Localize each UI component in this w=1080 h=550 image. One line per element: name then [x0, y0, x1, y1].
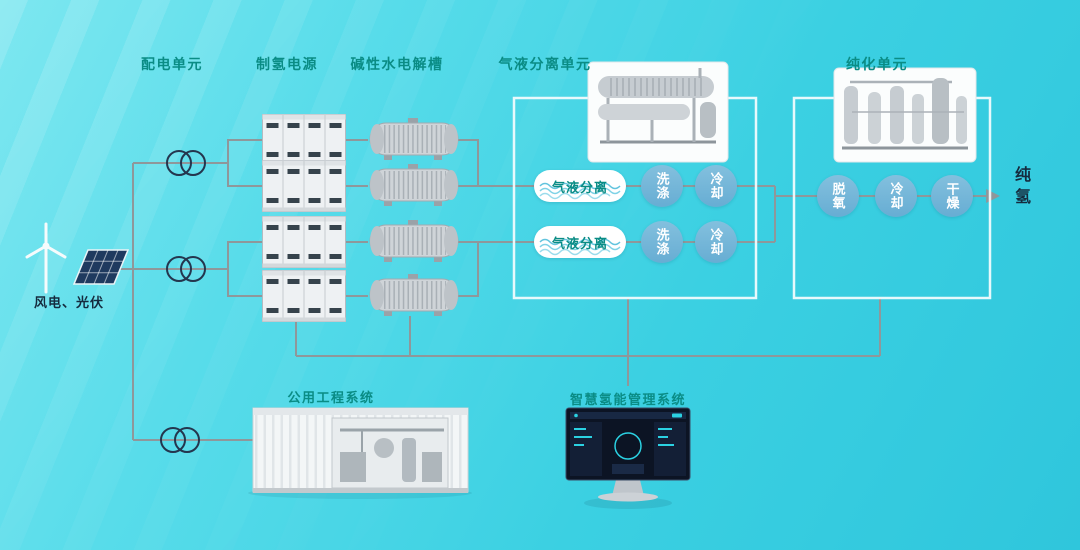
electrolyzer-vessel [370, 274, 458, 316]
label-separation-unit: 气液分离单元 [498, 56, 592, 72]
step-label: 脱氧 [830, 182, 846, 210]
electrolyzer-vessel [370, 118, 458, 160]
label-purification-unit: 纯化单元 [846, 56, 908, 72]
power-cabinet [263, 161, 346, 212]
step-cooling: 冷却 [695, 221, 737, 263]
step-drying: 干燥 [931, 175, 973, 217]
label-wind-solar-source: 风电、光伏 [33, 295, 105, 310]
electrolyzer-vessel [370, 220, 458, 262]
step-label: 冷却 [708, 228, 724, 256]
power-cabinet [263, 115, 346, 166]
gas-liquid-separation-badge: 气液分离 [534, 170, 626, 202]
step-cooling: 冷却 [695, 165, 737, 207]
water-waves-icon [539, 238, 621, 256]
step-deoxygenation: 脱氧 [817, 175, 859, 217]
solar-panel-icon [72, 249, 130, 285]
gas-liquid-separation-label: 气液分离 [551, 179, 608, 195]
water-waves-icon [539, 182, 621, 200]
label-pure-hydrogen-output: 纯氢 [1012, 166, 1029, 210]
step-cooling: 冷却 [875, 175, 917, 217]
transformer-icon [166, 150, 206, 176]
transformer-icon [160, 427, 200, 453]
step-label: 干燥 [944, 182, 960, 210]
separation-equipment [587, 61, 729, 163]
transformer-icons [160, 150, 206, 453]
step-label: 洗涤 [654, 228, 670, 256]
utility-container [248, 407, 472, 499]
transformer-icon [166, 256, 206, 282]
step-label: 洗涤 [654, 172, 670, 200]
power-cabinet [263, 217, 346, 268]
purification-equipment [833, 67, 977, 163]
wind-turbine-icon [25, 222, 67, 294]
label-distribution-unit: 配电单元 [141, 56, 203, 72]
gas-liquid-separation-badge: 气液分离 [534, 226, 626, 258]
electrolyzer-vessel [370, 164, 458, 206]
step-label: 冷却 [708, 172, 724, 200]
step-washing: 洗涤 [641, 221, 683, 263]
management-monitor [565, 407, 691, 509]
step-label: 冷却 [888, 182, 904, 210]
power-cabinet [263, 271, 346, 322]
label-power-supply-unit: 制氢电源 [256, 56, 318, 72]
step-washing: 洗涤 [641, 165, 683, 207]
label-electrolyzer-unit: 碱性水电解槽 [350, 56, 444, 72]
label-utility-system: 公用工程系统 [287, 390, 375, 405]
gas-liquid-separation-label: 气液分离 [551, 235, 608, 251]
label-smart-management-system: 智慧氢能管理系统 [569, 392, 687, 407]
